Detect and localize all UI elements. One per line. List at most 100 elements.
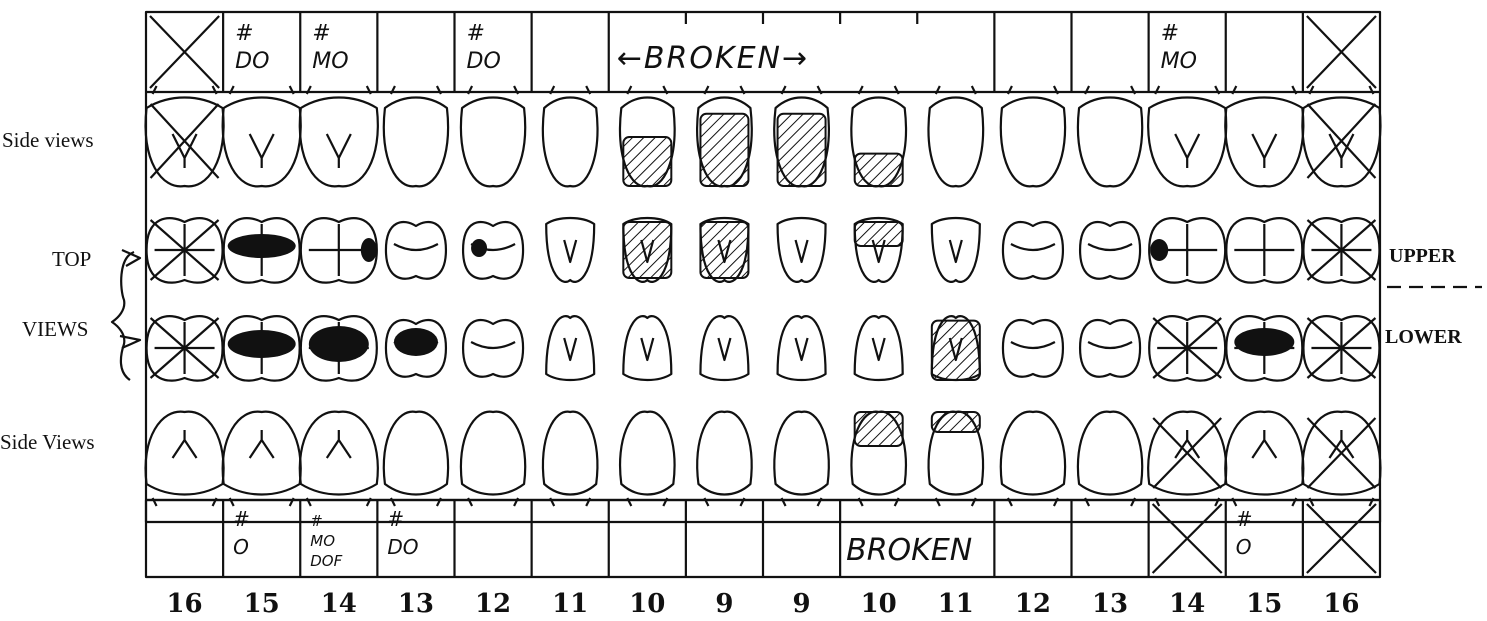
views-label: VIEWS [22, 317, 89, 342]
tooth-fissure [950, 240, 962, 262]
lower-side-tooth-6 [543, 412, 598, 495]
filling-mark [228, 330, 296, 358]
tooth-groove [250, 430, 274, 458]
lower-side-tooth-15 [1225, 412, 1303, 495]
tooth-fissure [309, 224, 369, 276]
tooth-fissure [1088, 342, 1132, 348]
lower-box-note-2: O [233, 535, 249, 559]
tooth-number-12: 12 [1015, 589, 1051, 619]
lower-box-note-2: # [233, 507, 250, 531]
filling-mark [309, 326, 369, 362]
top-label: TOP [52, 247, 91, 272]
lower-side-tooth-9 [774, 412, 829, 495]
lower-top-tooth-9 [778, 316, 826, 380]
tooth-fissure [1011, 342, 1055, 348]
tooth-fissure [394, 244, 438, 250]
upper-top-tooth-6 [546, 218, 594, 282]
upper-box-note-3: # [312, 21, 330, 46]
lower-top-tooth-10 [855, 316, 903, 380]
tooth-number-10: 10 [861, 589, 897, 619]
lower-side-tooth-1 [146, 412, 224, 495]
upper-box-note-5: # [467, 21, 485, 46]
filling-mark [1234, 328, 1294, 356]
upper-side-tooth-15 [1225, 98, 1303, 187]
broken-hatch [932, 321, 980, 380]
lower-side-tooth-2 [223, 412, 301, 495]
lower-label: LOWER [1385, 326, 1462, 349]
lower-side-tooth-5 [461, 412, 525, 495]
tooth-groove [173, 430, 197, 458]
tooth-fissure [1088, 244, 1132, 250]
tooth-fissure [718, 338, 730, 360]
tooth-fissure [873, 338, 885, 360]
lower-top-tooth-8 [700, 316, 748, 380]
upper-box-note-14: # [1161, 21, 1179, 46]
lower-box-note-15: O [1236, 535, 1252, 559]
tooth-number-7: 10 [629, 589, 665, 619]
filling-mark [361, 238, 377, 262]
broken-hatch [855, 412, 903, 446]
broken-hatch [623, 222, 671, 278]
tooth-number-2: 15 [244, 589, 280, 619]
tooth-groove [1175, 134, 1199, 168]
filling-mark [228, 234, 296, 258]
lower-side-tooth-7 [620, 412, 675, 495]
tooth-number-3: 14 [321, 589, 357, 619]
upper-box-note-2: DO [235, 49, 269, 74]
tooth-number-13: 13 [1092, 589, 1128, 619]
tooth-number-11: 11 [938, 589, 974, 619]
tooth-number-4: 13 [398, 589, 434, 619]
broken-hatch [932, 412, 980, 432]
tooth-number-5: 12 [475, 589, 511, 619]
upper-side-tooth-4 [384, 98, 448, 187]
tooth-fissure [564, 240, 576, 262]
lower-top-tooth-7 [623, 316, 671, 380]
tooth-fissure [1011, 244, 1055, 250]
broken-hatch [700, 114, 748, 186]
views-brace [112, 252, 134, 380]
tooth-number-9: 9 [793, 589, 811, 619]
tooth-fissure [564, 338, 576, 360]
upper-side-tooth-5 [461, 98, 525, 187]
broken-hatch [855, 222, 903, 246]
upper-label: UPPER [1389, 245, 1456, 268]
tooth-groove [1252, 430, 1276, 458]
tooth-number-14: 14 [1169, 589, 1205, 619]
upper-side-tooth-14 [1148, 98, 1226, 187]
lower-box-note-3: MO [310, 532, 335, 550]
upper-top-tooth-11 [932, 218, 980, 282]
lower-side-tooth-3 [300, 412, 378, 495]
lower-box-note-4: # [387, 507, 404, 531]
upper-side-tooth-2 [223, 98, 301, 187]
filling-mark [1150, 239, 1168, 261]
tooth-fissure [641, 338, 653, 360]
upper-top-tooth-9 [778, 218, 826, 282]
broken-hatch [855, 154, 903, 186]
upper-box-note-3: MO [312, 49, 348, 74]
tooth-groove [327, 134, 351, 168]
tooth-fissure [471, 342, 515, 348]
tooth-fissure [796, 240, 808, 262]
filling-mark [394, 328, 438, 356]
lower-box-note-4: DO [387, 535, 418, 559]
tooth-number-1: 16 [166, 589, 202, 619]
lower-top-tooth-6 [546, 316, 594, 380]
tooth-groove [327, 430, 351, 458]
tooth-number-8: 9 [715, 589, 733, 619]
upper-side-tooth-11 [929, 98, 984, 187]
lower-side-tooth-8 [697, 412, 752, 495]
lower-side-tooth-13 [1078, 412, 1142, 495]
broken-hatch [623, 137, 671, 186]
side-views-upper-label: Side views [2, 128, 94, 153]
tooth-fissure [1234, 224, 1294, 276]
tooth-number-6: 11 [552, 589, 588, 619]
upper-side-tooth-13 [1078, 98, 1142, 187]
lower-box-note-3: # [310, 512, 323, 530]
tooth-number-16: 16 [1323, 589, 1359, 619]
broken-hatch [700, 222, 748, 278]
upper-box-note-14: MO [1161, 49, 1197, 74]
upper-box-note-2: # [235, 21, 253, 46]
lower-box-note-3: DOF [310, 552, 342, 570]
lower-box-note-15: # [1236, 507, 1253, 531]
